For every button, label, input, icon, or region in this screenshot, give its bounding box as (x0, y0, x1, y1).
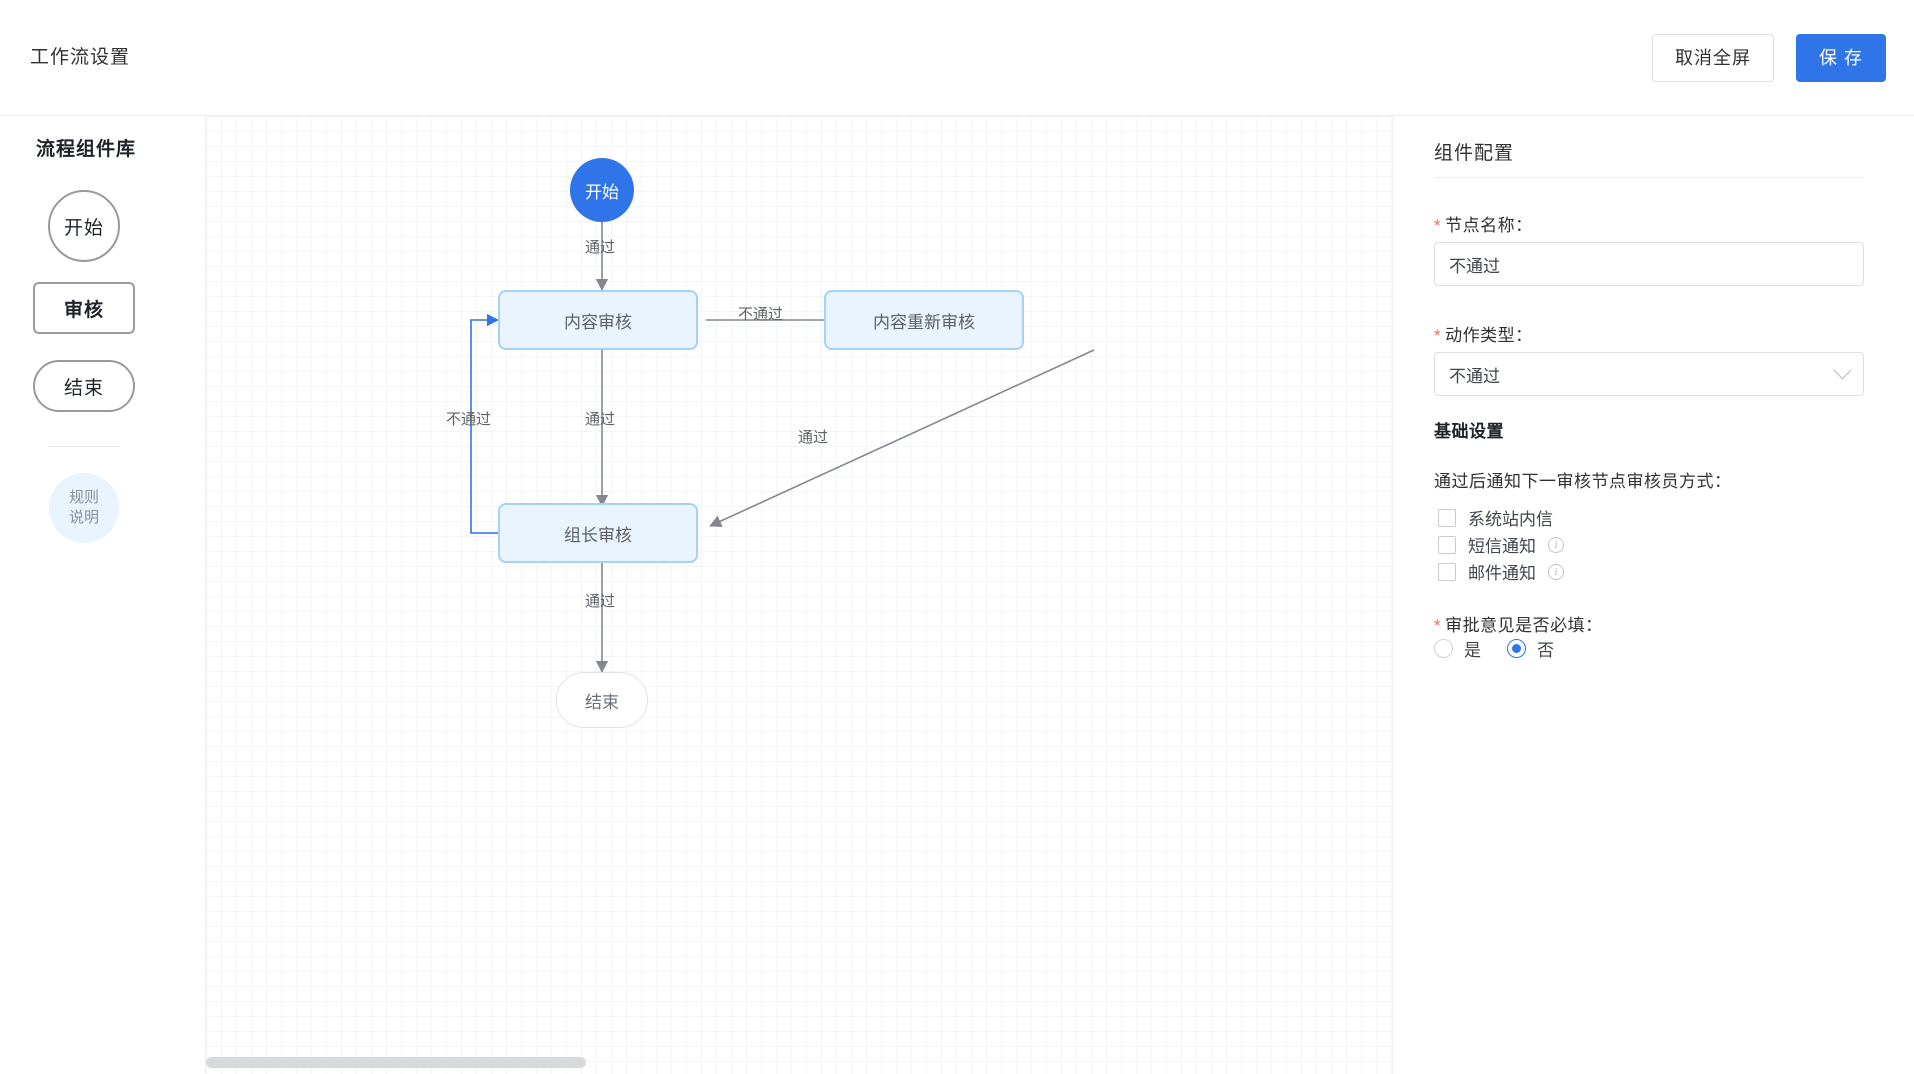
node-name-input-value: 不通过 (1449, 256, 1500, 276)
component-config-panel: 组件配置 *节点名称： 不通过 *动作类型： 不通过 基础设置 通过后通知下一审… (1394, 116, 1914, 1074)
canvas-scrollbar-thumb[interactable] (206, 1057, 586, 1068)
node-name-label: *节点名称： (1434, 211, 1533, 236)
comment-required-radio-group: 是 否 (1434, 636, 1580, 661)
basic-settings-title: 基础设置 (1434, 422, 1504, 441)
checkbox-system-message[interactable]: 系统站内信 (1438, 505, 1553, 530)
radio-option-no[interactable]: 否 (1507, 636, 1554, 661)
exit-fullscreen-button[interactable]: 取消全屏 (1651, 34, 1774, 82)
component-library-sidebar: 流程组件库 开始 审核 结束 规则 说明 (0, 116, 205, 1074)
canvas-horizontal-scrollbar[interactable] (206, 1057, 1392, 1071)
radio-label: 否 (1537, 641, 1554, 660)
flow-node-content-re-review[interactable]: 内容重新审核 (824, 290, 1024, 350)
checkbox-label: 短信通知 (1468, 537, 1536, 556)
canvas-grid-background (206, 116, 1392, 1074)
required-star-icon: * (1434, 616, 1442, 635)
config-panel-title: 组件配置 (1434, 143, 1515, 164)
sidebar-divider (48, 446, 120, 447)
flow-node-leader-review[interactable]: 组长审核 (498, 503, 698, 563)
edge-label-content-review-pass[interactable]: 通过 (585, 411, 616, 428)
info-icon[interactable]: i (1548, 563, 1564, 580)
required-star-icon: * (1434, 326, 1442, 345)
palette-item-start[interactable]: 开始 (48, 190, 120, 262)
checkbox-icon[interactable] (1438, 508, 1456, 527)
flow-node-start[interactable]: 开始 (570, 158, 634, 222)
checkbox-icon[interactable] (1438, 562, 1456, 581)
checkbox-label: 系统站内信 (1468, 510, 1553, 529)
edge-leader-review-to-content-review-selected[interactable] (470, 313, 502, 534)
edge-label-start-pass[interactable]: 通过 (585, 239, 616, 256)
action-type-label-text: 动作类型： (1445, 326, 1533, 345)
palette-item-audit[interactable]: 审核 (33, 282, 135, 334)
checkbox-icon[interactable] (1438, 535, 1456, 554)
page-title: 工作流设置 (30, 47, 131, 68)
checkbox-sms-notification[interactable]: 短信通知 i (1438, 532, 1564, 557)
action-type-label: *动作类型： (1434, 321, 1533, 346)
chevron-down-icon (1833, 360, 1852, 379)
edge-label-leader-review-pass[interactable]: 通过 (585, 593, 616, 610)
flow-edges-layer (470, 222, 1095, 673)
notify-method-label: 通过后通知下一审核节点审核员方式： (1434, 472, 1732, 491)
rule-description-button[interactable]: 规则 说明 (49, 473, 119, 543)
flow-canvas[interactable]: 开始 内容审核 内容重新审核 组长审核 结束 通过 不通过 通过 通过 不通过 … (205, 116, 1393, 1074)
required-star-icon: * (1434, 216, 1442, 235)
radio-option-yes[interactable]: 是 (1434, 636, 1481, 661)
radio-label: 是 (1464, 641, 1481, 660)
checkbox-label: 邮件通知 (1468, 564, 1536, 583)
edge-label-leader-review-fail[interactable]: 不通过 (446, 411, 492, 428)
edge-re-review-to-leader-review[interactable] (709, 349, 1095, 528)
comment-required-label: *审批意见是否必填： (1434, 611, 1603, 636)
palette-item-end[interactable]: 结束 (33, 360, 135, 412)
info-icon[interactable]: i (1548, 536, 1564, 553)
rule-label-line2: 说明 (68, 509, 99, 526)
config-panel-divider (1434, 177, 1864, 178)
flow-node-end[interactable]: 结束 (556, 672, 648, 728)
sidebar-title: 流程组件库 (36, 139, 137, 160)
app-header: 工作流设置 取消全屏 保 存 (0, 0, 1914, 116)
checkbox-email-notification[interactable]: 邮件通知 i (1438, 559, 1564, 584)
radio-icon-selected[interactable] (1507, 639, 1526, 658)
edge-label-re-review-pass[interactable]: 通过 (798, 429, 829, 446)
rule-label-line1: 规则 (68, 489, 99, 506)
node-name-input[interactable]: 不通过 (1434, 242, 1864, 286)
edge-label-content-review-fail[interactable]: 不通过 (738, 306, 784, 323)
node-name-label-text: 节点名称： (1445, 216, 1533, 235)
radio-icon[interactable] (1434, 639, 1453, 658)
comment-required-label-text: 审批意见是否必填： (1445, 616, 1603, 635)
action-type-select-value: 不通过 (1449, 366, 1500, 386)
action-type-select[interactable]: 不通过 (1434, 352, 1864, 396)
header-actions: 取消全屏 保 存 (1651, 34, 1886, 82)
save-button[interactable]: 保 存 (1795, 34, 1886, 82)
flow-node-content-review[interactable]: 内容审核 (498, 290, 698, 350)
